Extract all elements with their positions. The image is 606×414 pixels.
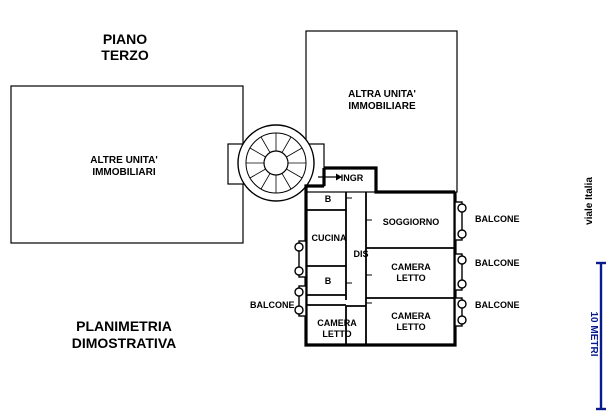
entrance-arrow-icon <box>318 173 342 181</box>
scale-label: 10 METRI <box>588 311 599 356</box>
room-bath-bottom: B <box>325 276 332 286</box>
scale-bar <box>596 261 606 411</box>
balcony-label-right-top: BALCONE <box>475 214 520 224</box>
interior-walls <box>306 192 455 345</box>
room-ingr: INGR <box>341 173 364 183</box>
other-units-label-2: IMMOBILIARI <box>92 167 156 178</box>
room-cucina: CUCINA <box>312 233 347 243</box>
room-dis: DIS <box>353 249 368 259</box>
other-units-label-1: ALTRE UNITA' <box>90 155 158 166</box>
balcony-left-lower <box>294 285 307 317</box>
balcony-right-bottom <box>454 297 467 327</box>
room-camera-low-right-2: LETTO <box>396 322 425 332</box>
room-camera-right-2: LETTO <box>396 273 425 283</box>
balcony-left-upper <box>294 240 307 278</box>
balcony-label-right-middle: BALCONE <box>475 258 520 268</box>
room-camera-low-right-1: CAMERA <box>391 311 431 321</box>
room-camera-low-left-2: LETTO <box>322 329 351 339</box>
balcony-right-middle <box>454 253 467 291</box>
staircase <box>227 124 325 202</box>
caption-line-2: DIMOSTRATIVA <box>72 335 176 351</box>
street-label: viale Italia <box>584 177 595 225</box>
balcony-label-right-bottom: BALCONE <box>475 300 520 310</box>
balcony-right-top <box>454 201 467 241</box>
room-soggiorno: SOGGIORNO <box>383 217 440 227</box>
title-line-1: PIANO <box>103 31 147 47</box>
other-unit-label-1: ALTRA UNITA' <box>348 89 416 100</box>
other-unit-label-2: IMMOBILIARE <box>348 101 416 112</box>
caption-line-1: PLANIMETRIA <box>76 318 172 334</box>
balcony-label-left: BALCONE <box>250 300 295 310</box>
room-camera-low-left-1: CAMERA <box>317 318 357 328</box>
title-line-2: TERZO <box>101 47 149 63</box>
room-bath-top: B <box>325 194 332 204</box>
room-camera-right-1: CAMERA <box>391 262 431 272</box>
door-marks <box>346 197 372 304</box>
